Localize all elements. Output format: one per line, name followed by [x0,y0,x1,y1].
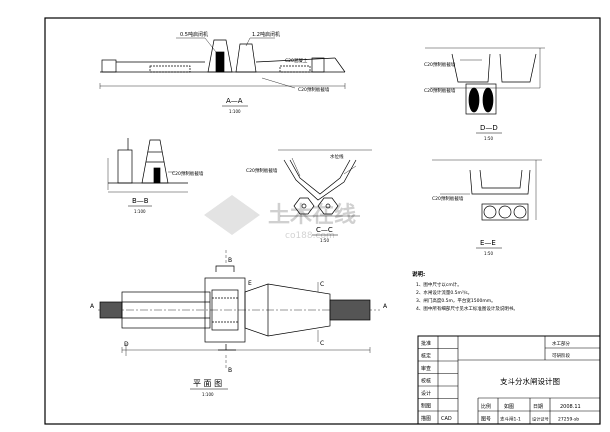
note-line-1: 1、图中尺寸以cm计。 [416,281,462,288]
note-d-cutoff-1: C20预制板截墙 [424,61,456,68]
note-line-4: 4、图中所有细部尺寸见水工标准图设计及说明书。 [416,305,518,312]
scale-b-b: 1:100 [134,209,146,214]
drawing-frame [44,17,601,425]
tb-cad-label: CAD [441,416,452,422]
section-d-d [425,47,545,115]
plan-view [98,250,380,368]
note-a-gate-05: 0.5吨启闭机 [180,31,208,38]
tb-drawing-title: 支斗分水闸设计图 [500,376,560,386]
section-e-e [432,159,542,221]
notes-heading: 说明: [412,270,425,278]
tb-row-trace: 描图 [421,415,431,422]
view-label-plan: 平 面 图 [193,379,222,388]
section-a-a [99,37,346,89]
watermark-sub: co188.com [285,231,335,241]
plan-mark-e: E [248,280,252,287]
tb-design-no-label: 设计证号 [532,416,549,423]
watermark-main: 土木在线 [268,202,356,228]
note-a-concrete: C20混凝土 [285,57,308,64]
watermark: 土木在线 co188.com [204,195,356,241]
scale-a-a: 1:100 [229,109,241,114]
watermark-logo-icon [204,195,260,235]
tb-row-verify: 核定 [421,353,431,360]
tb-row-draw: 制图 [421,403,431,410]
tb-stage: 可研阶段 [552,352,570,359]
section-b-b [107,138,188,193]
plan-mark-a-right: A [383,303,388,310]
plan-mark-a-left: A [90,303,95,310]
tb-scale-value: 如图 [504,403,514,410]
tb-discipline: 水工部分 [552,340,570,347]
tb-date-value: 2008.11 [560,404,581,410]
view-label-c-c: C—C [316,226,333,234]
tb-row-approve: 批准 [421,340,431,347]
plan-mark-b-bottom: B [228,367,232,374]
note-d-cutoff-2: C20预制板截墙 [424,87,456,94]
tb-drawing-no-value: 支斗闸1-1 [500,416,521,423]
plan-mark-c-bottom: C [320,340,324,347]
view-label-d-d: D—D [480,124,498,132]
scale-e-e: 1:50 [484,251,493,256]
tb-row-review: 审查 [421,365,431,372]
section-c-c [278,149,372,217]
view-label-e-e: E—E [480,239,496,247]
view-label-a-a: A—A [226,97,243,105]
note-a-gate-12: 1.2吨启闭机 [252,31,280,38]
tb-row-design: 设计 [421,390,431,397]
tb-drawing-no-label: 图号 [481,417,491,423]
plan-mark-d: D [124,341,129,348]
note-b-cutoff: C20预制板截墙 [172,170,204,177]
scale-c-c: 1:50 [320,238,329,243]
scale-d-d: 1:50 [484,136,493,141]
tb-scale-label: 比例 [481,403,491,410]
note-a-cutoff: C20预制板截墙 [298,86,330,93]
note-line-2: 2、水闸设计流量0.5m³/s。 [416,289,472,296]
tb-row-check: 校核 [421,378,431,385]
note-line-3: 3、闸门高度0.5m，平台宽1500mm。 [416,297,496,304]
view-label-b-b: B—B [132,197,149,205]
tb-design-no-value: 27259-sb [558,417,579,423]
plan-mark-c-top: C [320,281,324,288]
note-e-cutoff: C20预制板截墙 [432,195,464,202]
note-c-cutoff: C20预制板截墙 [246,167,278,174]
note-c-waterline: 水位线 [330,153,344,160]
scale-plan: 1:100 [202,392,214,397]
title-block [417,335,601,425]
tb-date-label: 日期 [533,404,543,410]
plan-mark-b-top: B [228,257,232,264]
notes-block: 说明: 1、图中尺寸以cm计。 2、水闸设计流量0.5m³/s。 3、闸门高度0… [412,270,518,312]
